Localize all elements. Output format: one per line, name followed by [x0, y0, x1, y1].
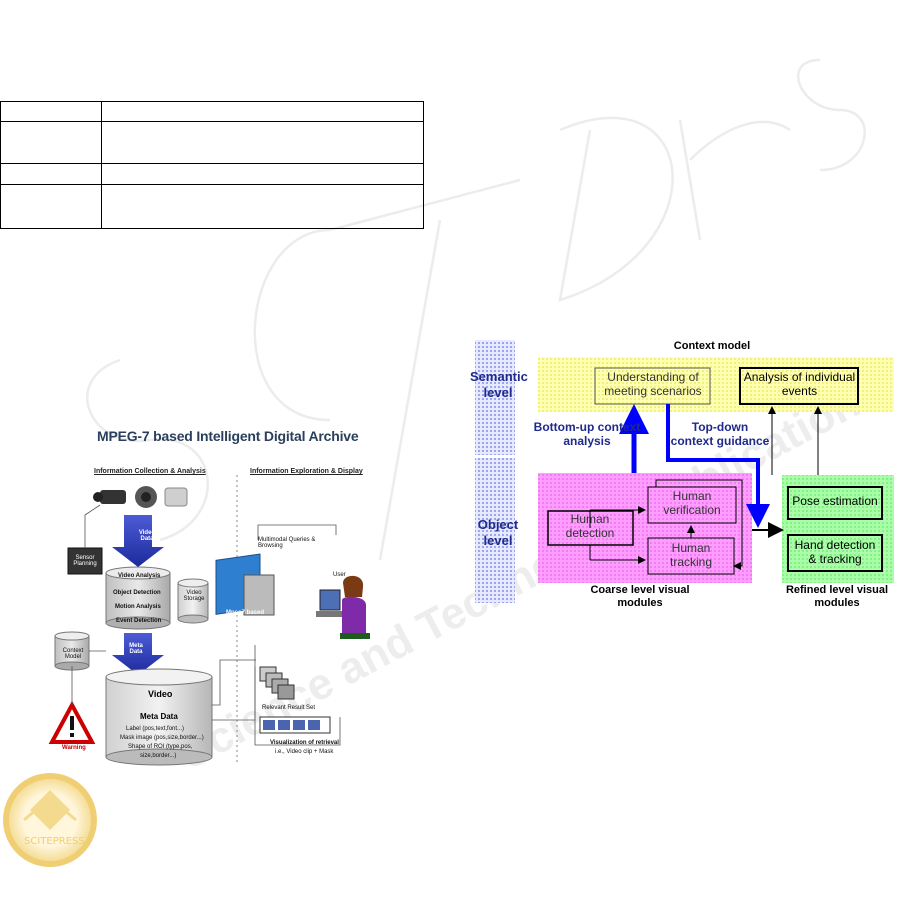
figure1-title: MPEG-7 based Intelligent Digital Archive — [97, 428, 359, 444]
fig1-video-analysis: Video Analysis — [118, 573, 161, 579]
fig1-visualization: Visualization of retrieval — [270, 740, 339, 746]
fig1-archive: Mpeg7 based Indexed Archives — [225, 610, 264, 628]
fig1-db-meta: Meta Data — [140, 712, 178, 721]
fig2-analysis: Analysis of individual events — [743, 370, 856, 398]
fig2-coarse: Coarse level visual modules — [590, 584, 690, 609]
fig2-human-detection: Human detection — [565, 512, 615, 540]
fig2-object-level: Object level — [477, 517, 519, 548]
fig2-semantic-level: Semantic level — [470, 369, 528, 400]
fig2-bottom-up: Bottom-up context analysis — [533, 420, 641, 448]
fig1-warning: Warning — [62, 745, 86, 751]
fig1-left-section: Information Collection & Analysis — [94, 468, 206, 475]
fig1-db-line4: size,border...) — [140, 753, 177, 759]
fig1-db-video: Video — [148, 689, 173, 699]
fig1-context-model: Context Model — [62, 648, 84, 660]
fig1-video-data: Video Data — [138, 530, 156, 542]
fig2-refined: Refined level visual modules — [785, 584, 889, 609]
fig2-pose-estimation: Pose estimation — [792, 494, 878, 508]
fig2-context-model: Context model — [673, 340, 751, 352]
fig1-relevant: Relevant Result Set — [262, 705, 316, 711]
fig1-visualization-sub: i.e., Video clip + Mask — [275, 749, 334, 755]
fig2-hand-detection: Hand detection & tracking — [794, 538, 876, 566]
fig1-sensor-planning: Sensor Planning — [73, 555, 97, 567]
svg-text:SCITEPRESS: SCITEPRESS — [24, 836, 85, 847]
figure2-diagram — [475, 340, 894, 603]
figure1-diagram — [48, 475, 370, 766]
fig2-human-tracking: Human tracking — [669, 541, 713, 569]
fig1-user: User — [333, 572, 346, 578]
fig1-db-line1: Label (pos,text,font...) — [126, 726, 185, 732]
fig2-top-down: Top-down context guidance — [670, 420, 770, 448]
fig1-meta-data-arrow: Meta Data — [129, 643, 143, 655]
fig1-db-line3: Shape of ROI (type,pos, — [128, 744, 193, 750]
fig2-human-verification: Human verification — [663, 489, 721, 517]
fig1-right-section: Information Exploration & Display — [250, 468, 363, 475]
fig2-understanding: Understanding of meeting scenarios — [604, 370, 702, 398]
table — [0, 101, 424, 229]
fig1-motion-analysis: Motion Analysis — [115, 604, 161, 610]
fig1-object-detection: Object Detection — [113, 590, 161, 596]
fig1-event-detection: Event Detection — [116, 618, 162, 624]
fig1-video-storage: Video Storage — [183, 590, 205, 602]
fig1-queries: Multimodal Queries & Browsing — [258, 537, 316, 549]
fig1-db-line2: Mask image (pos,size,border...) — [120, 735, 204, 741]
